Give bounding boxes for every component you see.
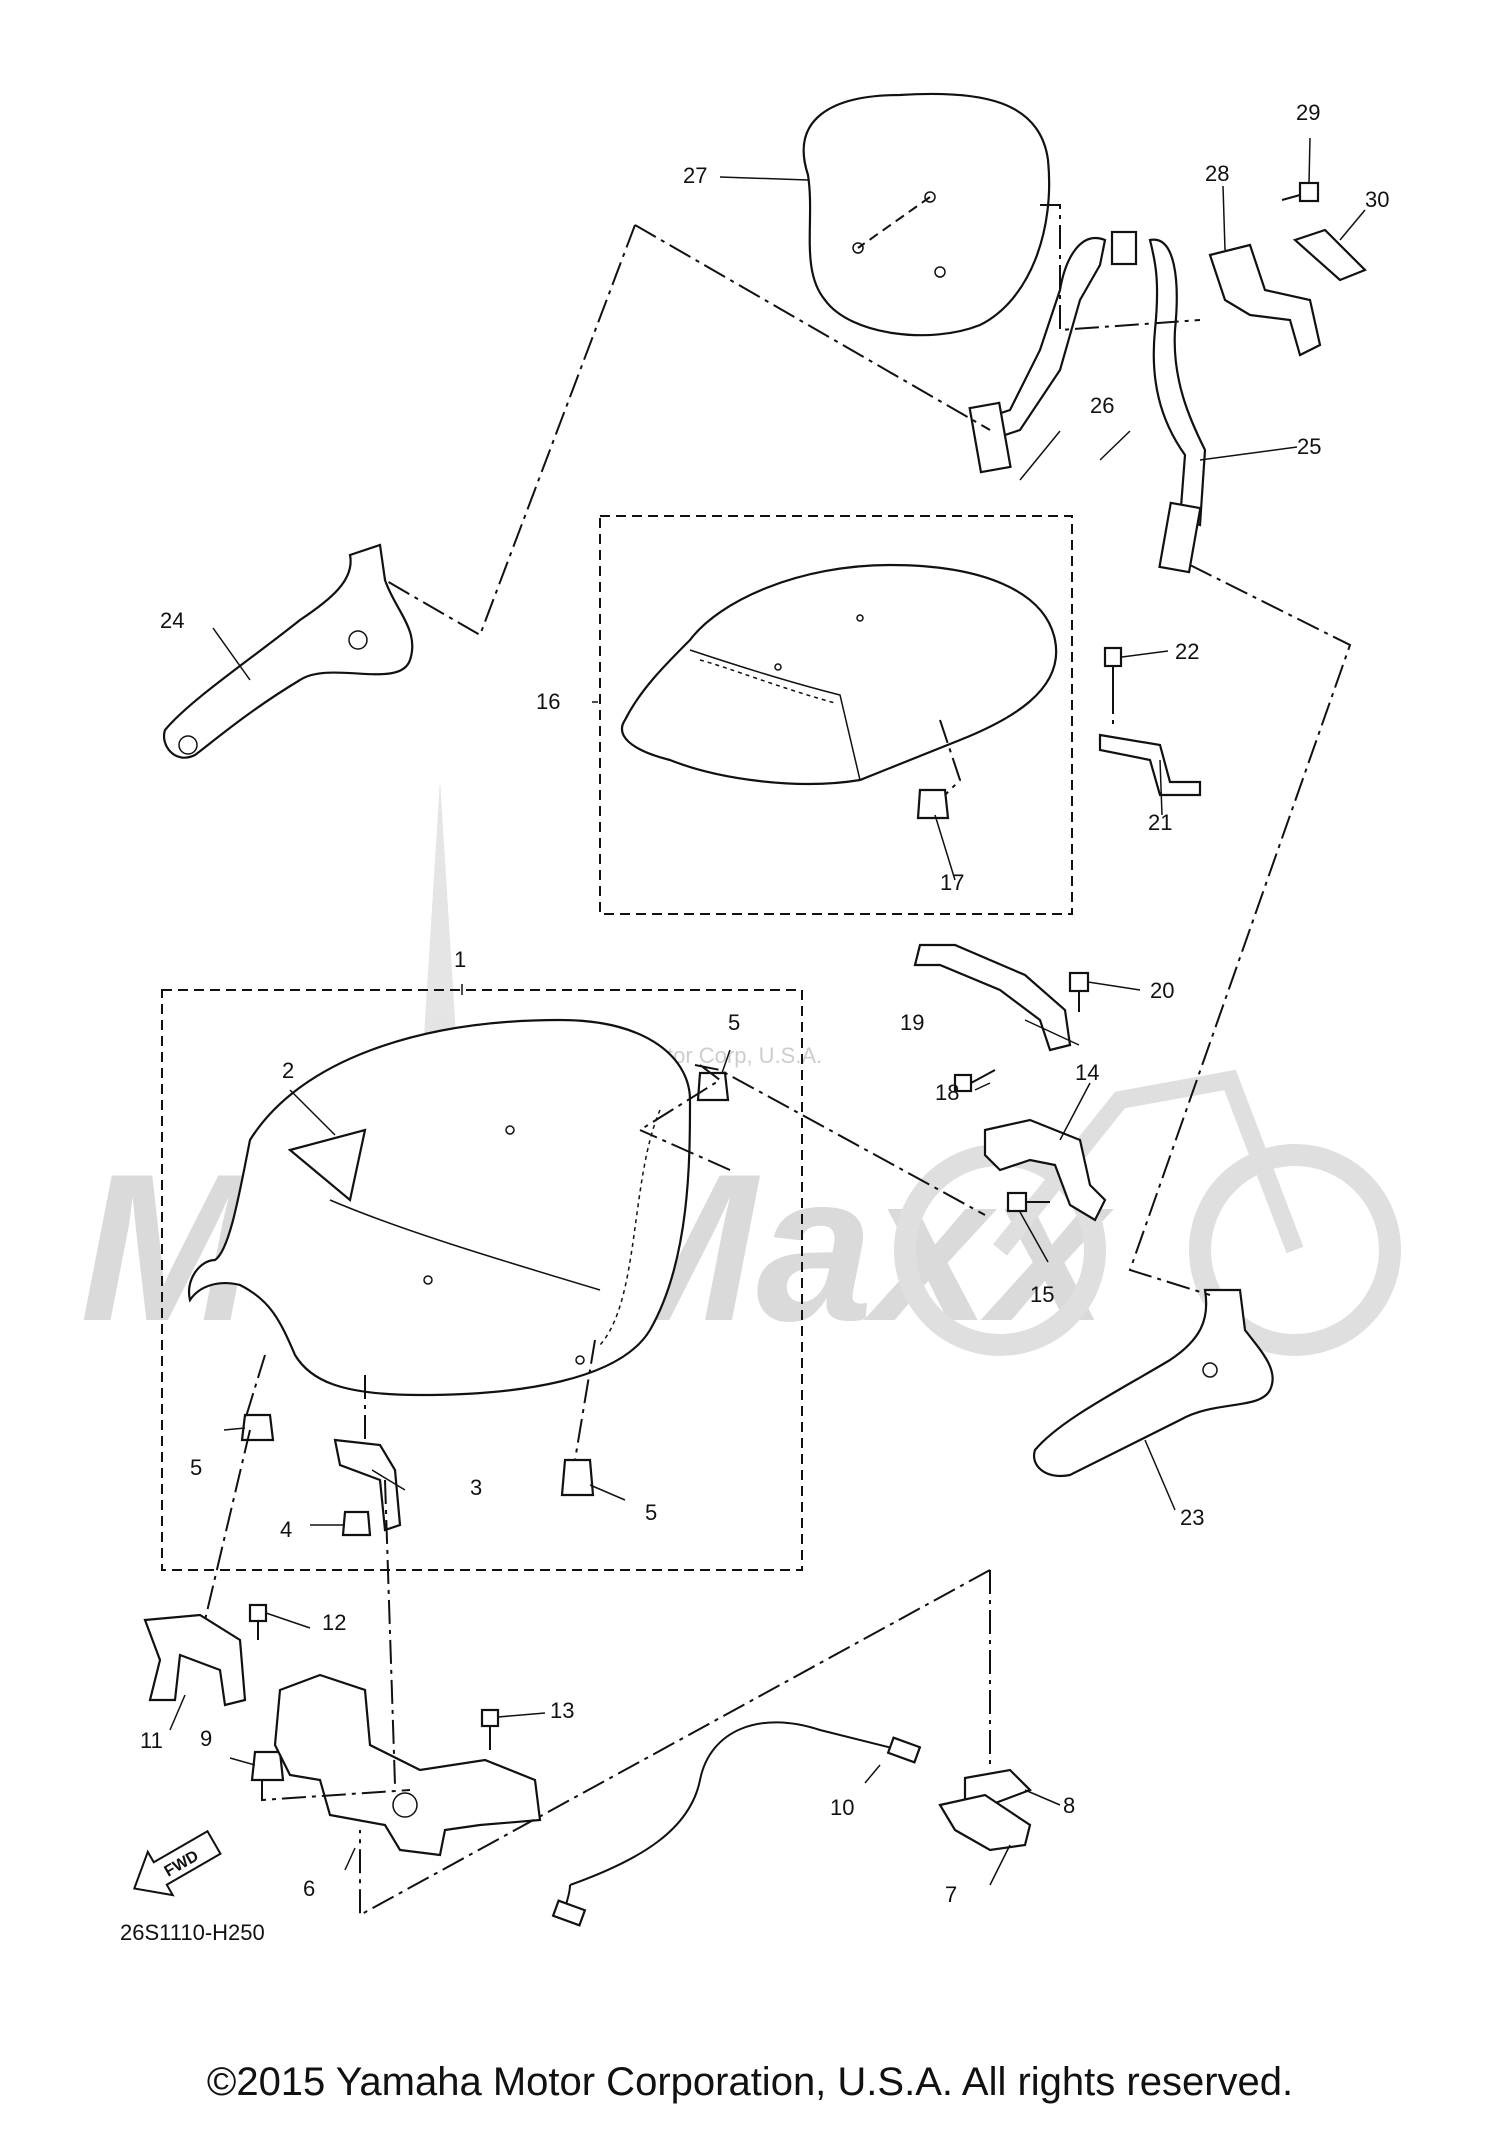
bolt-13 [480, 1708, 500, 1750]
callout-26: 26 [1090, 393, 1114, 418]
bolt-22 [1103, 646, 1123, 690]
left-grab-rail [162, 543, 414, 759]
bracket-11 [143, 1613, 247, 1707]
bracket-21 [1098, 733, 1202, 797]
callout-15: 15 [1030, 1282, 1054, 1307]
callout-1: 1 [454, 947, 466, 972]
callout-17: 17 [940, 870, 964, 895]
clip-30 [1292, 228, 1367, 282]
callout-20: 20 [1150, 978, 1174, 1003]
callout-5-left: 5 [190, 1455, 202, 1480]
backrest-pad [802, 92, 1051, 337]
reference-code: 26S1110-H250 [120, 1920, 265, 1945]
callout-2: 2 [282, 1058, 294, 1083]
leader-lines [169, 137, 1366, 1886]
grommet-5-top [696, 1071, 730, 1102]
callout-7: 7 [945, 1882, 957, 1907]
callout-8: 8 [1063, 1793, 1075, 1818]
callout-16: 16 [536, 689, 560, 714]
callout-5-right: 5 [645, 1500, 657, 1525]
callout-24: 24 [160, 608, 184, 633]
connector-lines [204, 204, 1352, 1917]
callout-14: 14 [1075, 1060, 1099, 1085]
bracket-14 [983, 1118, 1107, 1222]
callout-9: 9 [200, 1726, 212, 1751]
bolt-15 [1006, 1191, 1050, 1213]
nut-9 [250, 1750, 285, 1782]
right-grab-rail [1032, 1288, 1274, 1478]
pillion-seat [620, 563, 1058, 786]
callout-22: 22 [1175, 639, 1199, 664]
lock-7 [938, 1793, 1032, 1852]
callout-4: 4 [280, 1517, 292, 1542]
callout-5-top: 5 [728, 1010, 740, 1035]
callout-10: 10 [830, 1795, 854, 1820]
backrest-bracket [1208, 243, 1322, 357]
grommet-5-right [560, 1458, 595, 1497]
pillion-seat-group-box [599, 515, 1073, 915]
callout-28: 28 [1205, 161, 1229, 186]
callout-6: 6 [303, 1876, 315, 1901]
bolt-18 [953, 1069, 996, 1093]
bracket-19 [913, 943, 1072, 1052]
callout-30: 30 [1365, 187, 1389, 212]
grommet-17 [916, 788, 950, 820]
callout-13: 13 [550, 1698, 574, 1723]
bolt-12 [248, 1603, 268, 1640]
callout-27: 27 [683, 163, 707, 188]
callout-21: 21 [1148, 810, 1172, 835]
bolt-29 [1281, 181, 1320, 203]
lock-bracket-6 [273, 1673, 542, 1857]
seat-lock-cable [551, 1721, 922, 1927]
callout-numbers: 1 2 3 4 5 5 5 6 7 8 9 10 11 12 13 14 15 … [140, 100, 1389, 1907]
copyright-notice: ©2015 Yamaha Motor Corporation, U.S.A. A… [206, 2060, 1294, 2104]
callout-23: 23 [1180, 1505, 1204, 1530]
bracket-3 [333, 1438, 402, 1532]
callout-29: 29 [1296, 100, 1320, 125]
callout-25: 25 [1297, 434, 1321, 459]
callout-19: 19 [900, 1010, 924, 1035]
bolt-20 [1068, 971, 1090, 1012]
callout-18: 18 [935, 1080, 959, 1105]
grommet-5-left [240, 1413, 275, 1442]
callout-3: 3 [470, 1475, 482, 1500]
callout-11: 11 [140, 1728, 163, 1753]
callout-12: 12 [322, 1610, 346, 1635]
nut-4 [341, 1510, 372, 1537]
fwd-arrow-icon: FWD [132, 1829, 222, 1897]
seat-assembly-group-box [161, 989, 803, 1571]
